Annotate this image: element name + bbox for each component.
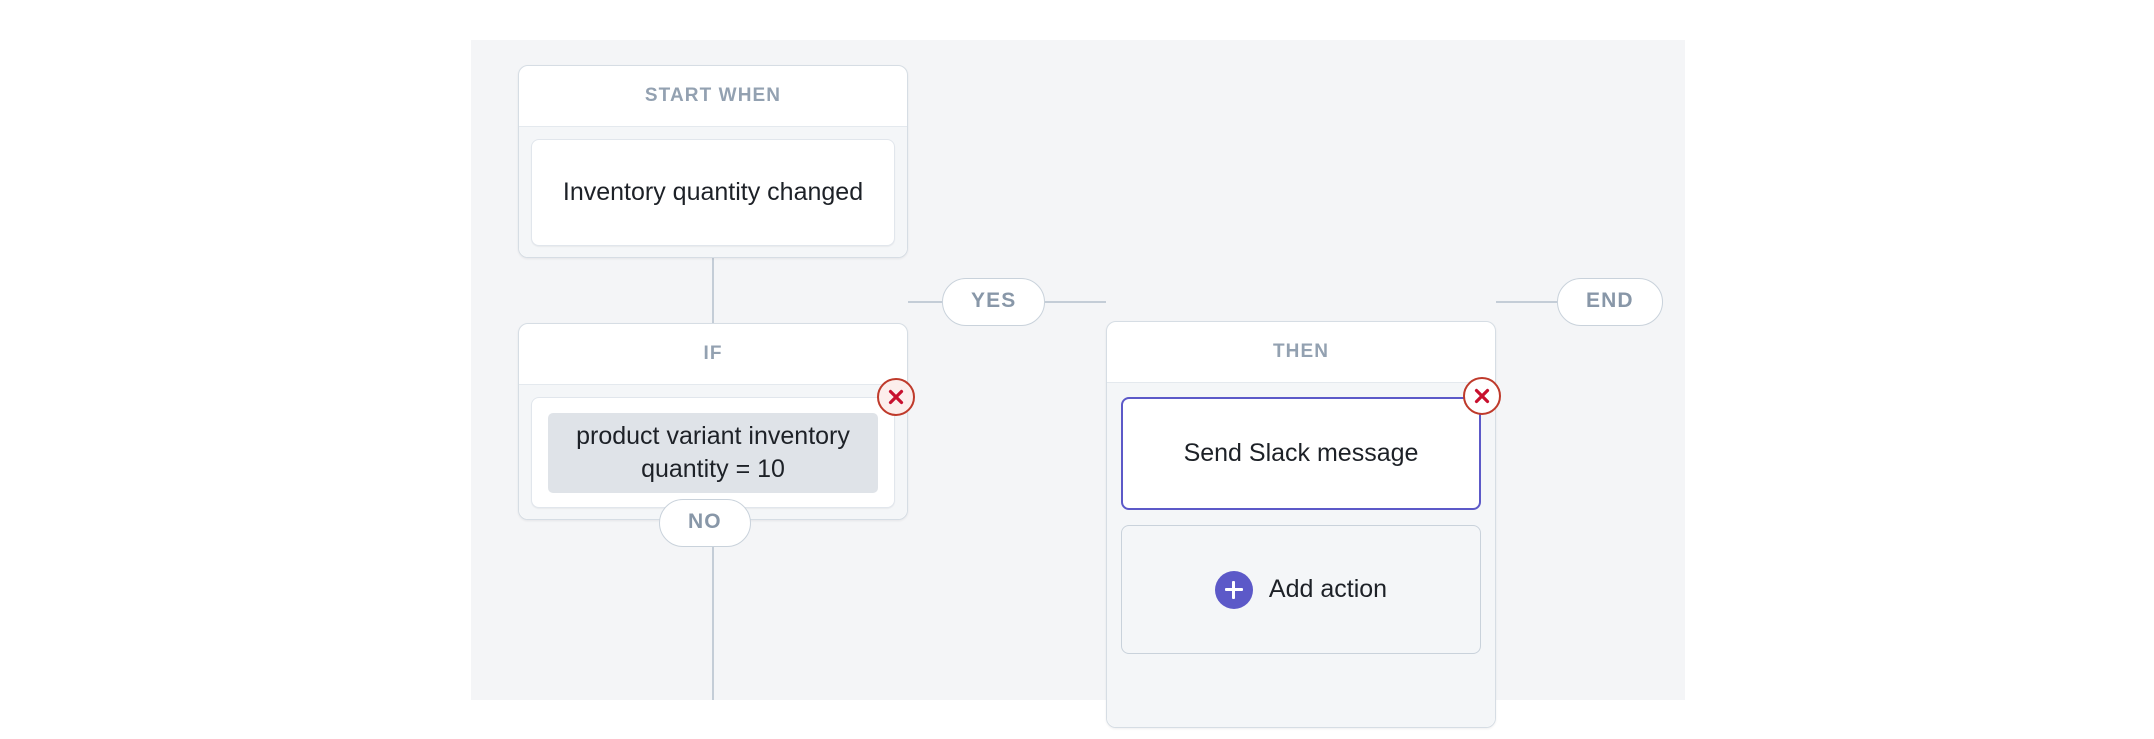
- add-action-button[interactable]: Add action: [1121, 525, 1481, 654]
- workflow-canvas: START WHEN Inventory quantity changed IF…: [471, 40, 1685, 728]
- trigger-label: Inventory quantity changed: [562, 178, 864, 206]
- then-card[interactable]: THEN Send Slack message Add action: [1106, 321, 1501, 728]
- condition-label: product variant inventory quantity = 10: [548, 412, 878, 493]
- branch-pill-yes[interactable]: YES: [942, 278, 1046, 326]
- if-card[interactable]: IF product variant inventory quantity = …: [518, 323, 915, 520]
- plus-icon: [1214, 570, 1253, 609]
- start-when-body: Inventory quantity changed: [519, 126, 907, 257]
- then-body: Send Slack message Add action: [1107, 377, 1501, 727]
- trigger-block[interactable]: Inventory quantity changed: [531, 139, 895, 246]
- add-action-label: Add action: [1268, 575, 1388, 603]
- connector-start-to-if: [712, 196, 714, 324]
- close-icon: [888, 389, 904, 405]
- flow-pill-end[interactable]: END: [1557, 278, 1663, 326]
- start-when-card[interactable]: START WHEN Inventory quantity changed: [518, 65, 908, 258]
- condition-block[interactable]: product variant inventory quantity = 10: [531, 397, 895, 508]
- connector-no-downstream: [712, 547, 714, 700]
- delete-action-button[interactable]: [1463, 377, 1501, 415]
- if-title: IF: [519, 324, 907, 384]
- branch-pill-no[interactable]: NO: [659, 499, 751, 547]
- connector-yes-to-then: [1044, 301, 1106, 303]
- start-when-title: START WHEN: [519, 66, 907, 126]
- if-body: product variant inventory quantity = 10: [519, 378, 915, 519]
- connector-if-to-yes: [908, 301, 942, 303]
- close-icon: [1474, 388, 1490, 404]
- delete-condition-button[interactable]: [877, 378, 915, 416]
- action-block[interactable]: Send Slack message: [1121, 397, 1481, 510]
- connector-then-to-end: [1496, 301, 1557, 303]
- action-label: Send Slack message: [1183, 439, 1419, 467]
- then-title: THEN: [1107, 322, 1495, 382]
